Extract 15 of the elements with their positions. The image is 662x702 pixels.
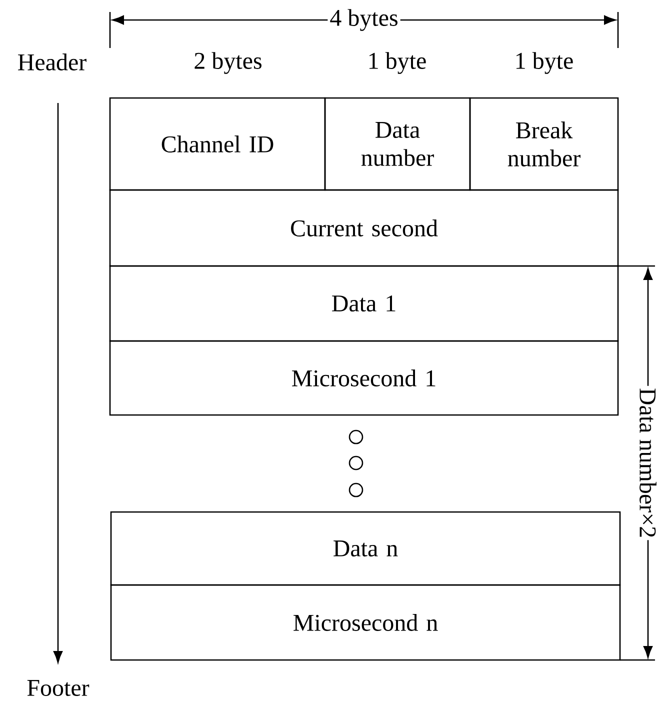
dimension-label: Data number×2 (638, 386, 658, 540)
field-cell: Channel ID (109, 97, 326, 191)
byte-label: 1 byte (516, 52, 573, 74)
field-cell: Data 1 (109, 265, 619, 342)
field-cell: Microsecond n (110, 584, 621, 661)
field-cell: Data number (324, 97, 471, 191)
field-cell: Break number (469, 97, 619, 191)
field-cell: Data n (110, 511, 621, 586)
footer-label: Footer (27, 680, 90, 696)
field-cell: Current second (109, 189, 619, 267)
byte-label: 1 byte (369, 52, 426, 74)
dimension-label: 4 bytes (328, 7, 400, 33)
header-label: Header (18, 54, 86, 70)
byte-label: 2 bytes (194, 52, 262, 74)
field-cell: Microsecond 1 (109, 340, 619, 416)
